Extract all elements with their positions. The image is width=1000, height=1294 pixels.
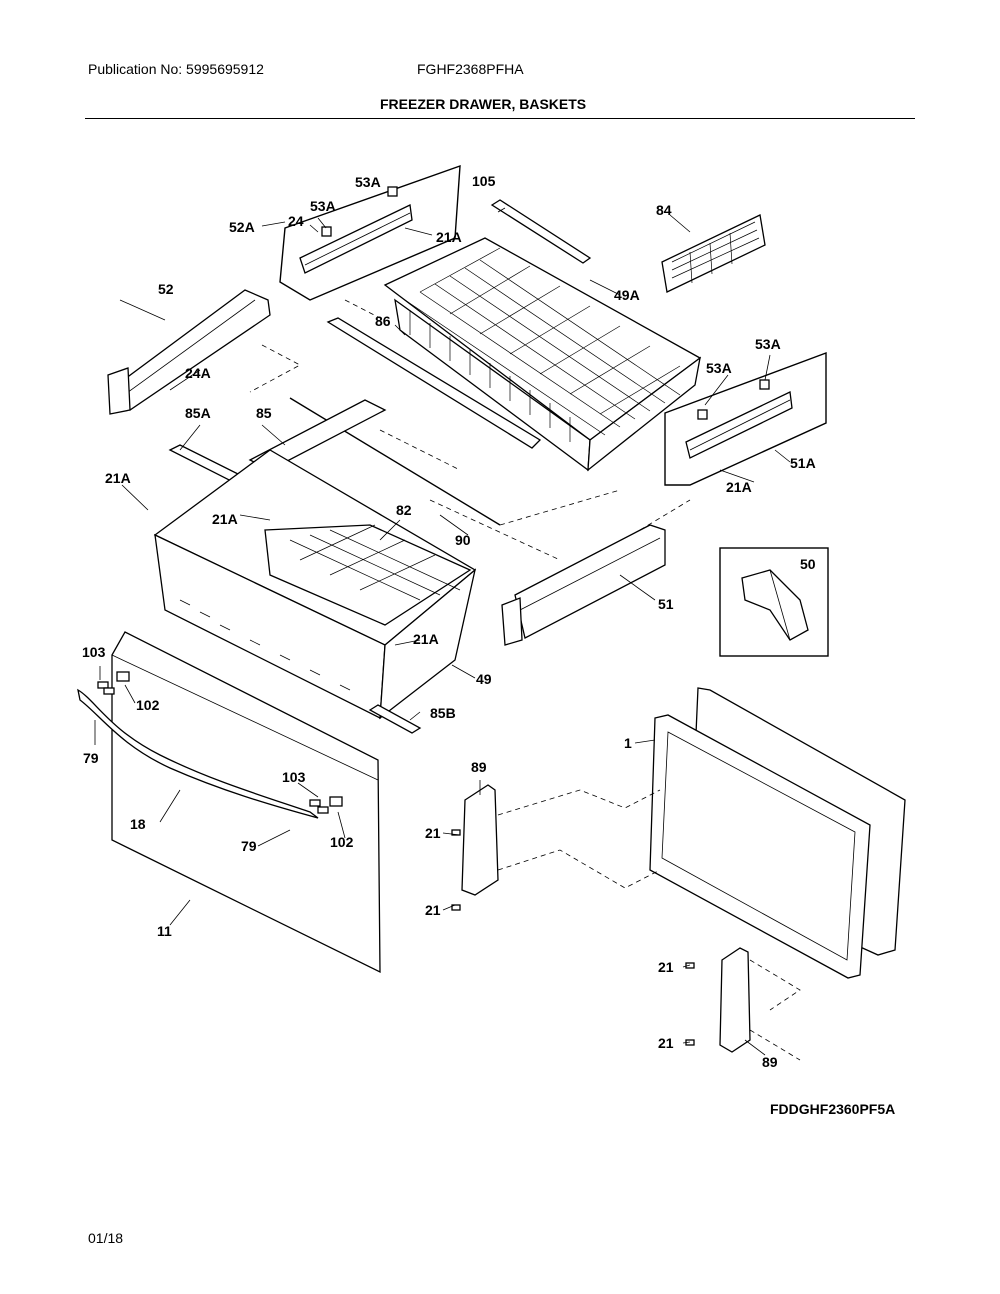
- handle-79: [77, 688, 319, 819]
- label-103-top: 103: [82, 644, 106, 660]
- inset-box-50: [719, 547, 829, 657]
- label-24: 24: [288, 213, 304, 229]
- bracket-89-low: [685, 947, 751, 1053]
- label-79-left: 79: [83, 750, 99, 766]
- label-102-top: 102: [136, 697, 160, 713]
- slide-bracket-52a: [299, 186, 413, 274]
- label-82: 82: [396, 502, 412, 518]
- basket-82: [264, 524, 472, 626]
- diagram-code: FDDGHF2360PF5A: [770, 1101, 896, 1117]
- label-21a-left: 21A: [105, 470, 131, 486]
- inset-box-51a: [664, 351, 827, 486]
- bracket-89-top: [451, 784, 499, 911]
- label-103-low: 103: [282, 769, 306, 785]
- inset-box-52a: [279, 164, 461, 301]
- leader-lines: [94, 207, 791, 1056]
- label-50: 50: [800, 556, 816, 572]
- label-85: 85: [256, 405, 272, 421]
- label-21-a: 21: [425, 825, 441, 841]
- label-21a-mid: 21A: [212, 511, 238, 527]
- label-21a-top: 21A: [436, 229, 462, 245]
- label-79-low: 79: [241, 838, 257, 854]
- upper-basket-49a: [383, 237, 702, 472]
- label-21-c: 21: [658, 959, 674, 975]
- label-21-d: 21: [658, 1035, 674, 1051]
- assembly-lines-lower: [497, 789, 801, 1061]
- model-number: FGHF2368PFHA: [417, 61, 524, 77]
- rod-85b: [368, 704, 422, 734]
- publication-number: Publication No: 5995695912: [88, 61, 264, 77]
- door-frame: [649, 687, 906, 979]
- label-1: 1: [624, 735, 632, 751]
- label-52: 52: [158, 281, 174, 297]
- label-53a-top: 53A: [355, 174, 381, 190]
- label-49: 49: [476, 671, 492, 687]
- page-title: FREEZER DRAWER, BASKETS: [380, 96, 587, 112]
- clip-part-50: [741, 569, 809, 641]
- label-86: 86: [375, 313, 391, 329]
- label-53a-right-2: 53A: [706, 360, 732, 376]
- slide-52: [107, 289, 271, 415]
- label-102-low: 102: [330, 834, 354, 850]
- header-rule: [85, 118, 915, 119]
- label-18: 18: [130, 816, 146, 832]
- label-51: 51: [658, 596, 674, 612]
- label-105: 105: [472, 173, 496, 189]
- label-53a-right: 53A: [755, 336, 781, 352]
- cap-102-low: [329, 796, 343, 807]
- label-51a: 51A: [790, 455, 816, 471]
- label-84: 84: [656, 202, 672, 218]
- label-53a-top-2: 53A: [310, 198, 336, 214]
- footer-date: 01/18: [88, 1230, 124, 1246]
- label-11: 11: [157, 923, 172, 939]
- drawer-front-11: [111, 631, 381, 974]
- slide-bracket-51a: [685, 379, 793, 459]
- slide-51: [501, 524, 666, 646]
- rod-90: [289, 397, 501, 526]
- label-85b: 85B: [430, 705, 456, 721]
- label-89-top: 89: [471, 759, 487, 775]
- divider-84: [661, 214, 766, 293]
- label-21-b: 21: [425, 902, 441, 918]
- label-85a: 85A: [185, 405, 211, 421]
- label-21a-right: 21A: [726, 479, 752, 495]
- label-52a: 52A: [229, 219, 255, 235]
- rail-105: [490, 199, 592, 264]
- screw-103-low: [309, 799, 329, 814]
- label-24a: 24A: [185, 365, 211, 381]
- label-90: 90: [455, 532, 471, 548]
- cap-102-top: [116, 671, 130, 682]
- screw-103-top: [97, 681, 115, 695]
- rail-86: [326, 317, 542, 449]
- assembly-lines-upper: [249, 299, 691, 561]
- label-21a-low: 21A: [413, 631, 439, 647]
- label-49a: 49A: [614, 287, 640, 303]
- label-89-low: 89: [762, 1054, 778, 1070]
